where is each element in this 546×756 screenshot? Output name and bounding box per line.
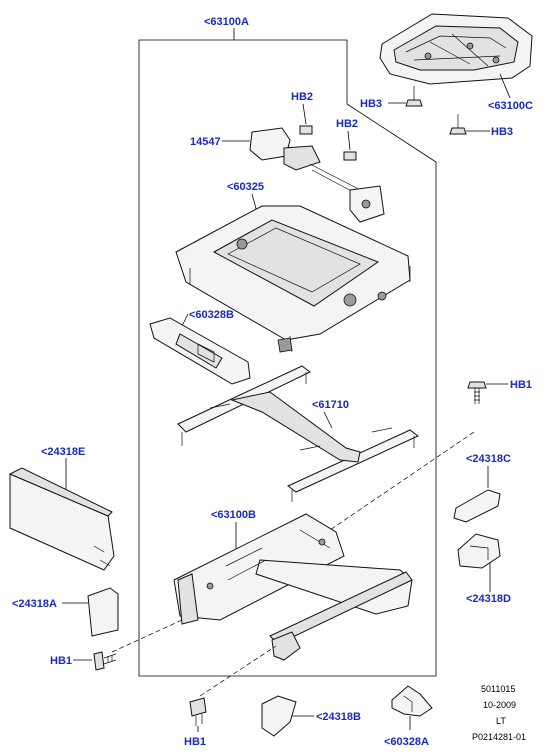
label-24318B: <24318B: [316, 711, 361, 723]
bolt-hb1-bottom: [189, 697, 207, 726]
label-hb2-lower: HB2: [336, 118, 358, 130]
bolt-hb1-left: [93, 651, 117, 671]
label-61710: <61710: [312, 399, 349, 411]
seat-pan-part: [379, 13, 533, 85]
label-hb1-right: HB1: [510, 379, 532, 391]
label-24318E: <24318E: [41, 446, 85, 458]
label-60328A: <60328A: [384, 736, 429, 748]
label-hb3-right: HB3: [491, 126, 513, 138]
label-24318A: <24318A: [12, 598, 57, 610]
dashed-guide-bottom: [199, 645, 277, 697]
label-24318D: <24318D: [466, 593, 511, 605]
label-60328B: <60328B: [189, 309, 234, 321]
label-hb2-upper: HB2: [291, 91, 313, 103]
label-60325: <60325: [227, 181, 264, 193]
trim-panel-24318E: [8, 467, 115, 571]
footer-date: 10-2009: [483, 700, 516, 710]
assembly-outline: [138, 39, 437, 677]
lower-frame-63100B: [173, 513, 413, 661]
dashed-guide-left: [111, 619, 183, 653]
label-14547: 14547: [190, 136, 221, 148]
bolt-hb3-lower: [449, 114, 467, 135]
footer-code: 5011015: [481, 684, 515, 694]
label-63100A: <63100A: [204, 16, 249, 28]
label-hb3-left: HB3: [360, 98, 382, 110]
seat-frame-60325: [175, 205, 411, 353]
bolt-hb1-right: [467, 381, 487, 404]
footer-illustration-id: P0214281-01: [472, 732, 526, 742]
label-63100C: <63100C: [488, 100, 533, 112]
bracket-60328B: [149, 317, 251, 385]
seat-track-61710: [177, 365, 419, 502]
cover-24318C: [453, 489, 501, 523]
cap-24318B: [261, 695, 297, 737]
nut-hb2-upper: [299, 125, 313, 135]
label-63100B: <63100B: [211, 509, 256, 521]
label-hb1-bottom: HB1: [184, 736, 206, 748]
clip-24318A: [87, 587, 119, 637]
label-hb1-left: HB1: [50, 655, 72, 667]
label-24318C: <24318C: [466, 453, 511, 465]
cover-24318D: [457, 533, 501, 569]
bolt-hb3-upper: [405, 86, 423, 107]
footer-lt: LT: [496, 716, 506, 726]
bracket-60328A: [391, 685, 433, 717]
nut-hb2-lower: [343, 151, 357, 161]
dashed-guide-right: [329, 431, 475, 531]
seat-motor-part: [249, 127, 385, 223]
